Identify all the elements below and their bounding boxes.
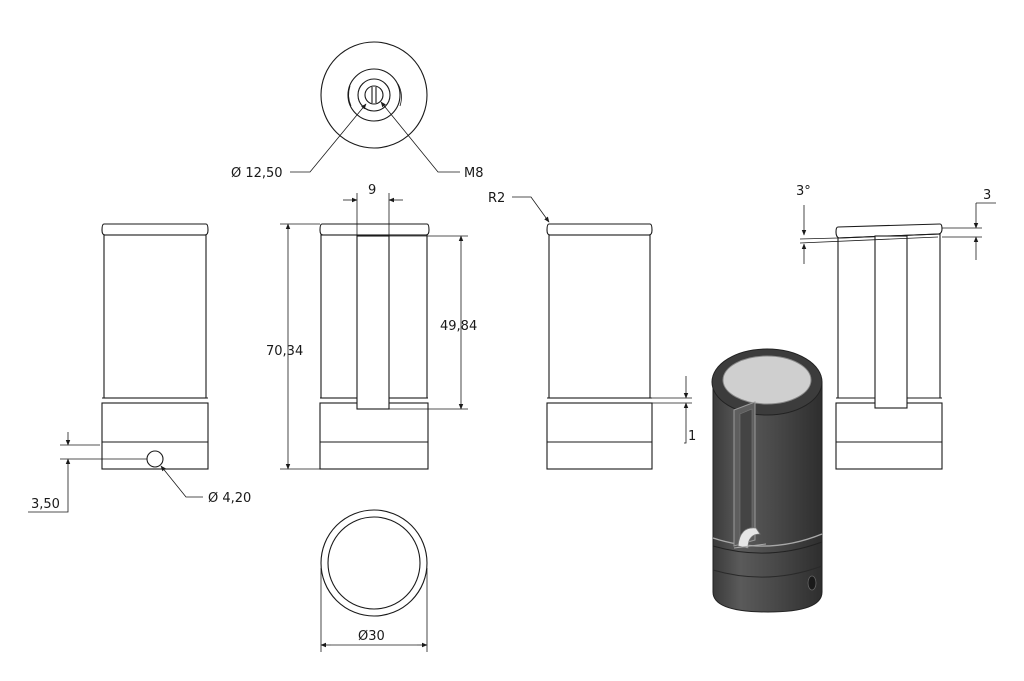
leader-side-hole bbox=[160, 465, 203, 498]
bottom-view-inner-circle bbox=[327, 516, 421, 610]
dim-total-height: 70,34 bbox=[266, 344, 303, 359]
top-view-thread-circle bbox=[364, 85, 384, 105]
right-view: R2 1 bbox=[488, 191, 696, 470]
iso-top-face bbox=[722, 355, 812, 405]
leader-hole-diameter bbox=[290, 103, 367, 173]
far-right-view: 3° 3 bbox=[796, 184, 996, 470]
bottom-view-outer-circle bbox=[320, 509, 428, 617]
slot bbox=[356, 235, 390, 410]
dim-chamfer-depth: 3 bbox=[983, 188, 991, 203]
dim-angle: 3° bbox=[796, 184, 811, 199]
dim-side-hole-diameter: Ø 4,20 bbox=[208, 491, 251, 506]
dim-thread: M8 bbox=[464, 166, 484, 181]
top-view-outer-circle bbox=[320, 41, 428, 149]
dim-slot-length: 49,84 bbox=[440, 319, 477, 334]
isometric-render bbox=[711, 348, 823, 613]
top-view-inner-circle bbox=[347, 68, 401, 122]
iso-side-hole bbox=[807, 575, 817, 591]
leader-thread bbox=[380, 101, 460, 173]
dim-slot-width: 9 bbox=[368, 183, 376, 198]
top-view-bore-circle bbox=[357, 78, 391, 112]
top-view: Ø 12,50 M8 bbox=[231, 41, 484, 181]
left-view: 3,50 Ø 4,20 bbox=[28, 223, 251, 513]
dim-outer-diameter: Ø30 bbox=[358, 629, 385, 644]
dim-step-height: 1 bbox=[688, 429, 696, 444]
leader-fillet bbox=[512, 196, 550, 223]
front-view: 9 70,34 49,84 bbox=[266, 183, 477, 470]
dim-side-hole-offset: 3,50 bbox=[31, 497, 60, 512]
side-hole bbox=[146, 450, 164, 468]
dim-hole-diameter: Ø 12,50 bbox=[231, 166, 283, 181]
bottom-view: Ø30 bbox=[320, 509, 428, 652]
dim-fillet-radius: R2 bbox=[488, 191, 505, 206]
